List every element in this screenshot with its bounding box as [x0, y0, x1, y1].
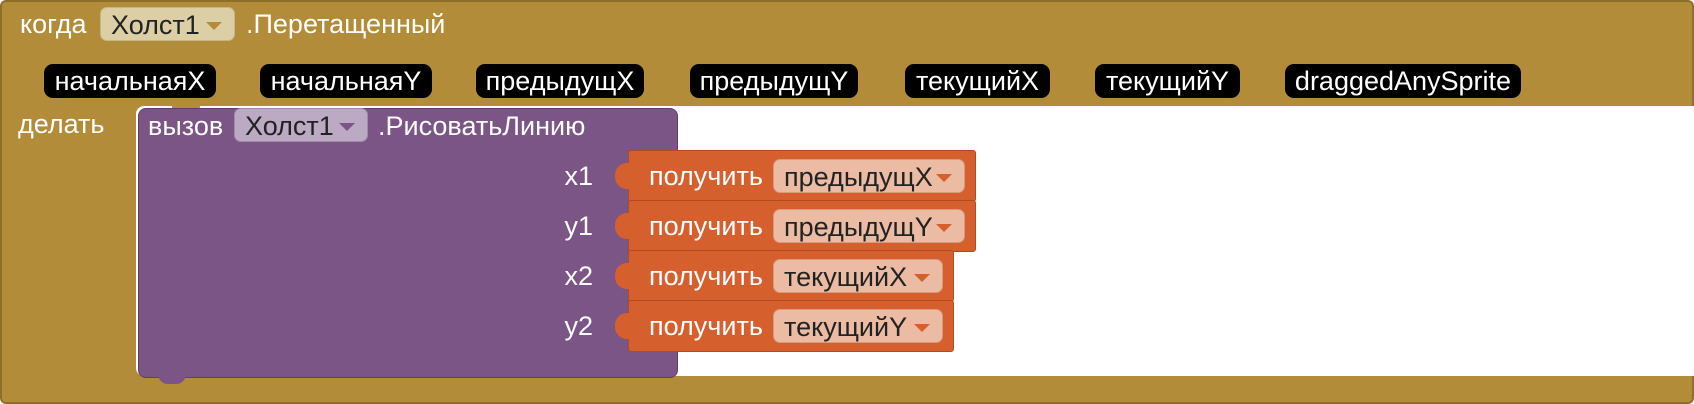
- variable-dropdown-value: текущийY: [784, 312, 908, 342]
- param-current-x[interactable]: текущийX: [905, 64, 1050, 98]
- param-prev-y[interactable]: предыдущY: [690, 64, 858, 98]
- event-name: .Перетащенный: [246, 9, 446, 39]
- chevron-down-icon: [914, 274, 930, 282]
- get-label: получить: [649, 211, 763, 241]
- get-label: получить: [649, 161, 763, 191]
- param-start-y[interactable]: начальнаяY: [260, 64, 432, 98]
- do-label: делать: [18, 109, 105, 139]
- call-component-dropdown[interactable]: Холст1: [234, 108, 368, 142]
- component-dropdown[interactable]: Холст1: [100, 7, 235, 41]
- chevron-down-icon: [206, 22, 222, 30]
- param-prev-x[interactable]: предыдущX: [476, 64, 644, 98]
- chevron-down-icon: [914, 324, 930, 332]
- plug-connector: [615, 163, 629, 189]
- when-label: когда: [20, 9, 87, 39]
- get-variable-block[interactable]: получить текущийY: [615, 300, 954, 352]
- variable-dropdown[interactable]: предыдущX: [773, 159, 965, 193]
- chevron-down-icon: [339, 123, 355, 131]
- variable-dropdown-value: текущийX: [784, 262, 908, 292]
- get-variable-block[interactable]: получить предыдущY: [615, 200, 976, 252]
- plug-connector: [615, 263, 629, 289]
- variable-dropdown[interactable]: текущийX: [773, 259, 943, 293]
- component-dropdown-value: Холст1: [111, 10, 200, 40]
- call-block-notch: [158, 374, 186, 384]
- variable-dropdown-value: предыдущX: [784, 162, 933, 192]
- call-component-dropdown-value: Холст1: [245, 111, 334, 141]
- arg-label-x1: x1: [564, 161, 593, 191]
- call-draw-line-block[interactable]: [138, 108, 678, 378]
- method-name: .РисоватьЛинию: [378, 111, 586, 141]
- chevron-down-icon: [936, 174, 952, 182]
- get-variable-block[interactable]: получить предыдущX: [615, 150, 976, 202]
- param-dragged-any-sprite[interactable]: draggedAnySprite: [1285, 64, 1521, 98]
- variable-dropdown[interactable]: текущийY: [773, 309, 943, 343]
- plug-connector: [615, 213, 629, 239]
- plug-connector: [615, 313, 629, 339]
- param-current-y[interactable]: текущийY: [1095, 64, 1240, 98]
- arg-label-y1: y1: [564, 211, 593, 241]
- call-label: вызов: [148, 111, 224, 141]
- param-start-x[interactable]: начальнаяX: [44, 64, 216, 98]
- chevron-down-icon: [936, 224, 952, 232]
- arg-label-x2: x2: [564, 261, 593, 291]
- get-label: получить: [649, 261, 763, 291]
- get-variable-block[interactable]: получить текущийX: [615, 250, 954, 302]
- arg-label-y2: y2: [564, 311, 593, 341]
- variable-dropdown[interactable]: предыдущY: [773, 209, 965, 243]
- get-label: получить: [649, 311, 763, 341]
- variable-dropdown-value: предыдущY: [784, 212, 933, 242]
